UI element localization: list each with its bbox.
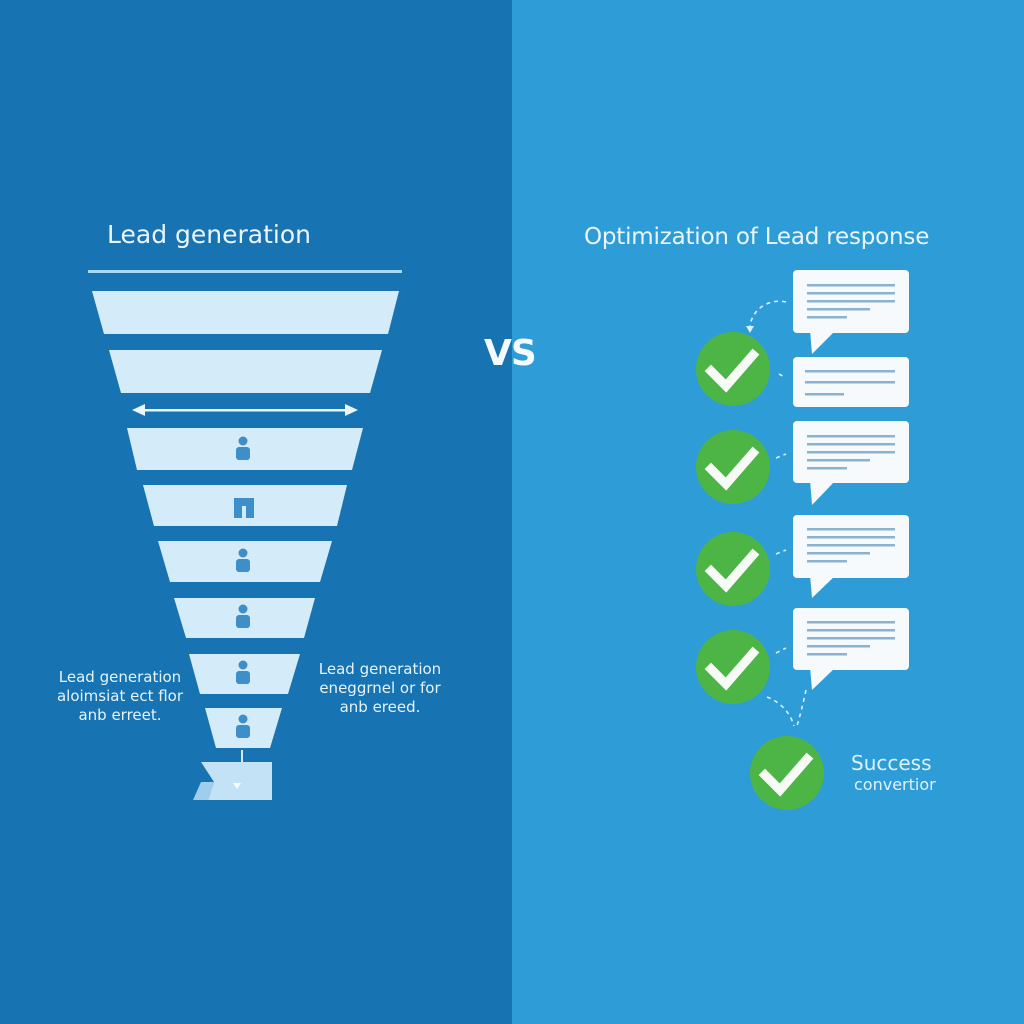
success-line-1: Success: [851, 751, 932, 775]
check-circle-icon: [696, 430, 770, 504]
vs-label: VS: [484, 333, 537, 374]
check-circle-icon: [696, 332, 770, 406]
arrowhead-icon: [746, 326, 754, 333]
success-line-2: convertior: [854, 775, 936, 794]
funnel-stem: [241, 750, 243, 764]
connector-dashed: [778, 373, 787, 379]
person-icon: [236, 714, 250, 738]
funnel-band-2: [109, 350, 382, 393]
chat-bubble-4: [793, 515, 909, 598]
caption-right-line-1: Lead generation: [318, 660, 442, 678]
person-icon: [236, 548, 250, 572]
chat-bubble-3: [793, 421, 909, 505]
funnel-top-line: [88, 270, 402, 273]
connector-dashed: [775, 647, 787, 654]
connector-dashed: [766, 696, 795, 727]
caption-left: Lead generation aloimsiat ect flor anb e…: [40, 668, 200, 725]
bubble-2-lines: [805, 370, 895, 396]
right-title: Optimization of Lead response: [584, 224, 930, 250]
caption-left-line-2: aloimsiat ect flor: [56, 687, 184, 705]
caption-left-line-3: anb erreet.: [78, 706, 162, 724]
success-check-circle-icon: [750, 736, 824, 810]
caption-left-line-1: Lead generation: [58, 668, 182, 686]
chat-bubble-1: [793, 270, 909, 354]
connector-dashed: [749, 300, 787, 327]
door-icon: [234, 498, 254, 518]
caption-right: Lead generation eneggrnel or for anb ere…: [305, 660, 455, 717]
caption-right-line-2: eneggrnel or for: [319, 679, 441, 697]
funnel-output-tray: [193, 762, 272, 800]
connector-dashed: [775, 453, 787, 459]
right-panel-lead-response: [512, 0, 1024, 1024]
width-double-arrow-icon: [132, 404, 358, 416]
person-icon: [236, 436, 250, 460]
caption-right-line-3: anb ereed.: [339, 698, 421, 716]
chat-bubble-5: [793, 608, 909, 690]
person-icon: [236, 660, 250, 684]
check-circle-icon: [696, 532, 770, 606]
person-icon: [236, 604, 250, 628]
check-circle-icon: [696, 630, 770, 704]
success-conversion-label: Success convertior: [851, 751, 936, 795]
connector-dashed: [775, 549, 787, 555]
funnel-band-1: [92, 291, 399, 334]
left-title: Lead generation: [107, 220, 311, 249]
connector-dashed: [796, 689, 807, 727]
